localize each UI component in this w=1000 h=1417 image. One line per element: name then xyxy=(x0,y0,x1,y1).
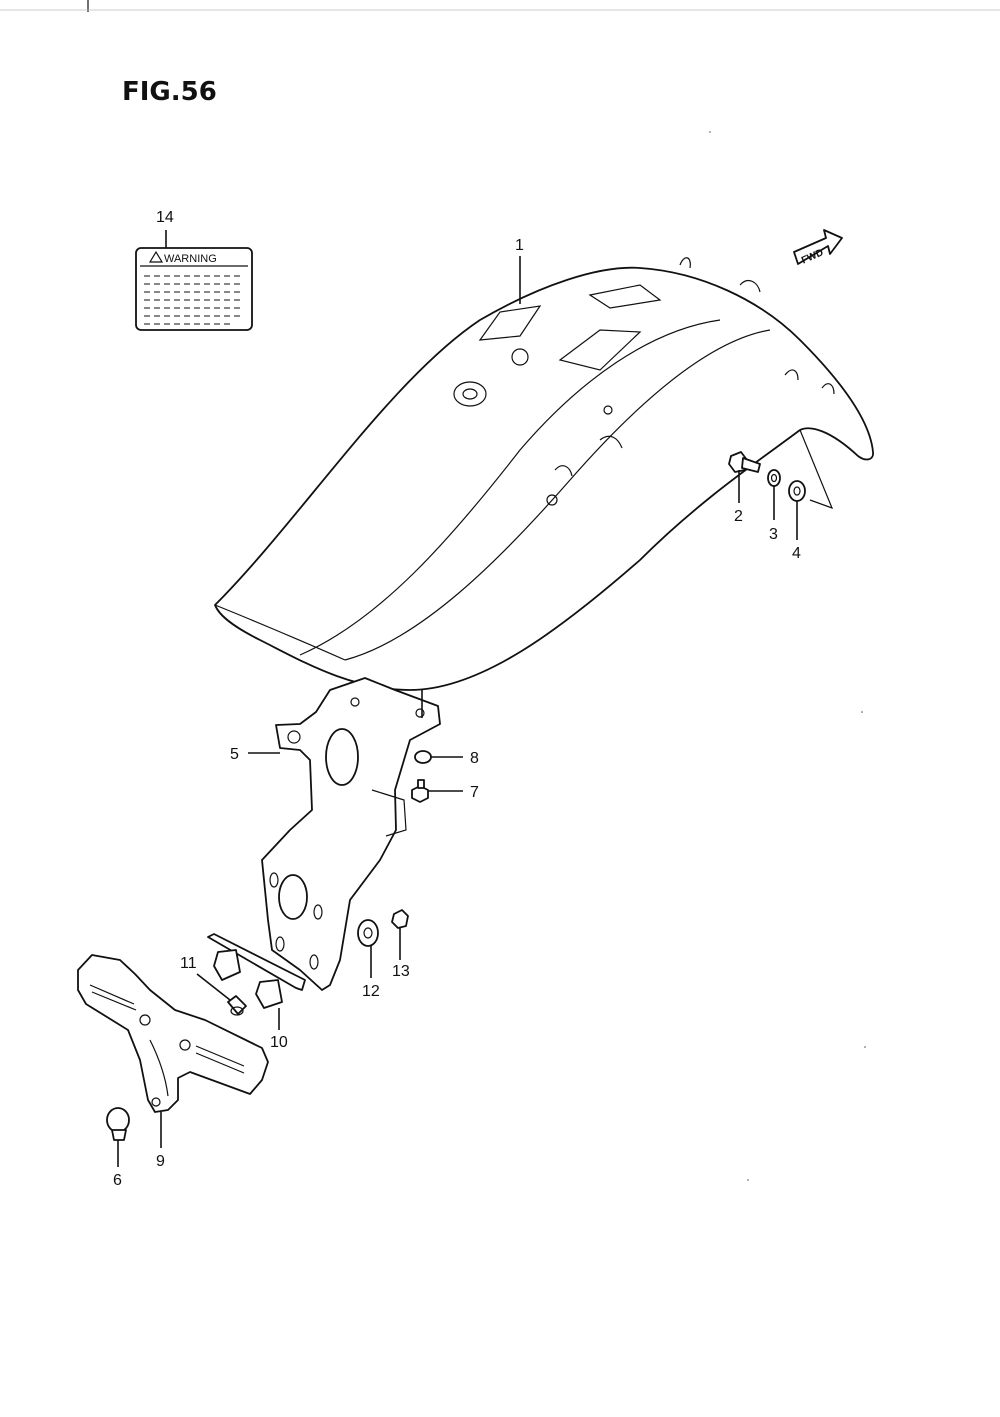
callout-4: 4 xyxy=(792,545,801,562)
rear-fender-part xyxy=(214,257,874,691)
warning-label-part: WARNING xyxy=(135,247,253,331)
callout-3: 3 xyxy=(769,526,778,543)
callout-5: 5 xyxy=(230,746,239,763)
callout-1: 1 xyxy=(515,237,524,254)
callout-14: 14 xyxy=(156,209,174,226)
bolt-part-7 xyxy=(411,779,429,803)
warning-label-text: WARNING xyxy=(164,253,217,265)
callout-labels: 14 1 2 3 4 5 8 7 12 13 11 10 9 6 xyxy=(113,209,801,1189)
callout-7: 7 xyxy=(470,784,479,801)
nut-part-8 xyxy=(414,750,432,764)
nut-part-13 xyxy=(391,909,409,929)
license-plate-bracket-part xyxy=(77,954,269,1113)
washer-part-4 xyxy=(788,480,806,502)
callout-2: 2 xyxy=(734,508,743,525)
callout-6: 6 xyxy=(113,1172,122,1189)
clip-part xyxy=(106,1107,130,1141)
washer-part-12 xyxy=(357,919,379,947)
callout-10: 10 xyxy=(270,1034,288,1051)
callout-12: 12 xyxy=(362,983,380,1000)
lock-washer-part-3 xyxy=(767,469,781,487)
callout-11: 11 xyxy=(180,955,197,972)
collar-part xyxy=(227,995,247,1016)
bolt-part-2 xyxy=(728,451,761,473)
callout-8: 8 xyxy=(470,750,479,767)
callout-13: 13 xyxy=(392,963,410,980)
figure-title: FIG.56 xyxy=(122,77,217,107)
fender-bracket-part xyxy=(261,677,441,991)
leader-lines xyxy=(117,230,798,1167)
callout-9: 9 xyxy=(156,1153,165,1170)
lamp-cushion-part xyxy=(207,933,306,1009)
fwd-direction-arrow: FWD xyxy=(793,229,843,267)
scan-specks xyxy=(709,131,866,1181)
